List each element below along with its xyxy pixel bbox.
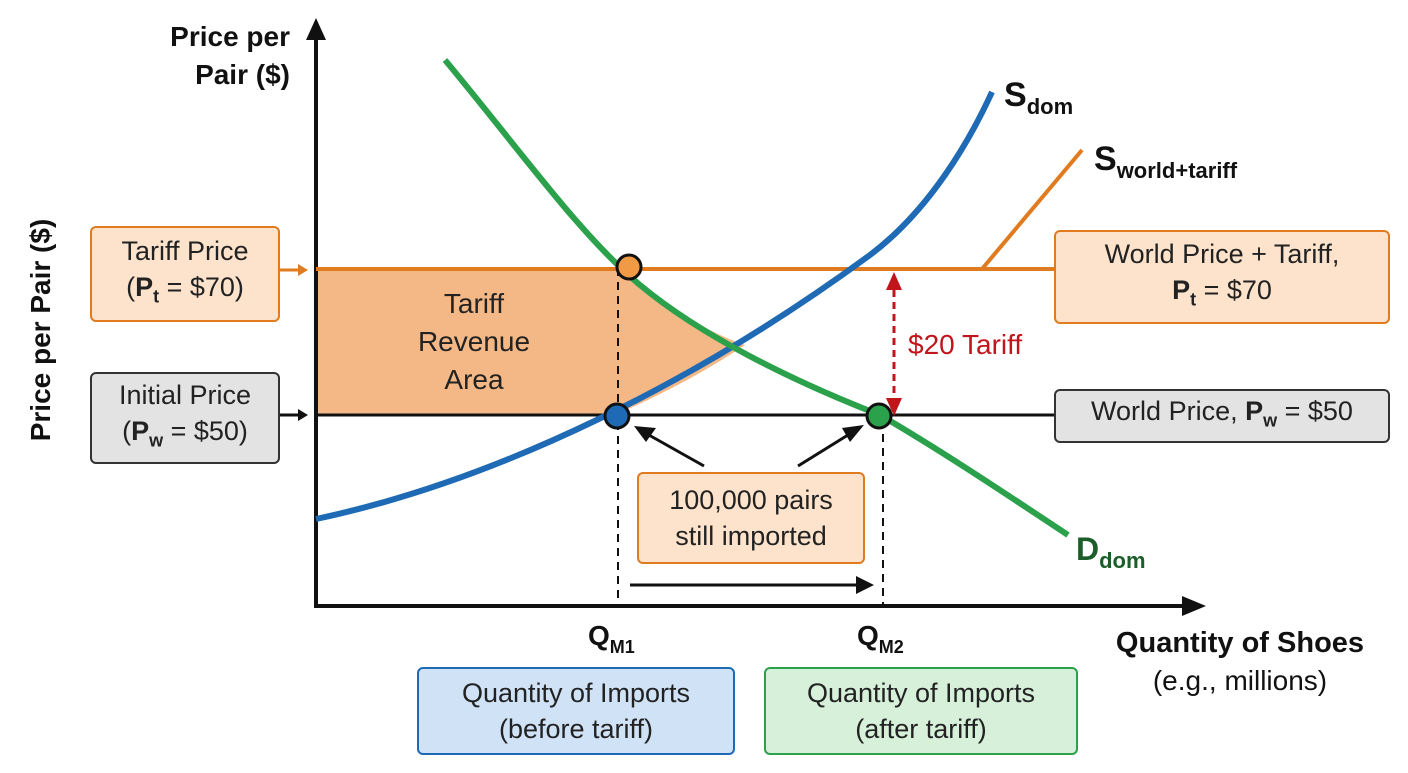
world-price-box: World Price, Pw = $50	[1054, 389, 1390, 443]
tariff-price-box: Tariff Price (Pt = $70)	[90, 226, 280, 322]
tariff-amount-label: $20 Tariff	[908, 329, 1022, 360]
pointer-arrowhead-qm1	[634, 426, 656, 442]
y-axis-title-line1: Price per	[170, 21, 290, 52]
supply-domestic-label: Sdom	[1004, 76, 1073, 119]
world-price-demand-point	[865, 402, 893, 430]
world-price-supply-point	[603, 402, 631, 430]
supply-world-tariff-label: Sworld+tariff	[1094, 140, 1238, 183]
tariff-arrowhead-down	[886, 398, 902, 416]
domestic-supply-curve	[315, 90, 995, 522]
y-axis-side-title: Price per Pair ($)	[25, 219, 56, 442]
qm1-label: QM1	[588, 620, 635, 657]
x-axis-arrowhead	[1182, 596, 1206, 616]
initial-price-pointer-head	[298, 409, 308, 421]
imports-note-box: 100,000 pairs still imported	[637, 472, 865, 564]
area-label-line3: Area	[444, 364, 504, 395]
area-label-line1: Tariff	[444, 288, 504, 319]
x-axis-subtitle: (e.g., millions)	[1153, 665, 1327, 696]
pointer-arrowhead-qm2	[842, 425, 864, 442]
domestic-demand-curve	[442, 58, 1070, 538]
world-price-tariff-box: World Price + Tariff, Pt = $70	[1054, 230, 1390, 324]
imports-before-line1: Quantity of Imports	[461, 678, 691, 708]
initial-price-box-line1: Initial Price	[118, 380, 252, 411]
world-price-box-text: World Price, Pw = $50	[1091, 396, 1353, 431]
imports-before-line2: (before tariff)	[498, 714, 654, 744]
imports-before-box: Quantity of Imports (before tariff)	[417, 667, 735, 755]
x-axis-title: Quantity of Shoes	[1116, 627, 1364, 659]
pointer-arrow-qm1	[639, 428, 705, 468]
y-axis-arrowhead	[306, 18, 326, 40]
tariff-arrowhead-up	[886, 272, 902, 290]
tariff-price-pointer-head	[298, 264, 308, 276]
imports-change-arrowhead	[856, 576, 874, 594]
world-price-tariff-box-line2: Pt = $70	[1172, 275, 1272, 310]
tariff-price-point	[615, 253, 643, 281]
imports-note-line2: still imported	[675, 521, 827, 551]
tariff-price-box-line2: (Pt = $70)	[126, 272, 244, 307]
qm2-label: QM2	[857, 620, 904, 657]
imports-after-line2: (after tariff)	[855, 714, 987, 744]
demand-domestic-label: Ddom	[1076, 531, 1146, 573]
imports-note-line1: 100,000 pairs	[669, 485, 833, 515]
world-tariff-supply-kink	[980, 148, 1084, 271]
area-label-line2: Revenue	[418, 326, 530, 357]
tariff-price-box-line1: Tariff Price	[121, 236, 249, 267]
world-price-tariff-box-line1: World Price + Tariff,	[1104, 239, 1340, 270]
imports-after-box: Quantity of Imports (after tariff)	[764, 667, 1078, 755]
initial-price-box: Initial Price (Pw = $50)	[90, 372, 280, 464]
y-axis-title-line2: Pair ($)	[195, 59, 290, 90]
initial-price-box-line2: (Pw = $50)	[122, 416, 248, 451]
tariff-revenue-area	[316, 269, 745, 415]
pointer-arrow-qm2	[797, 428, 857, 468]
imports-after-line1: Quantity of Imports	[806, 678, 1036, 708]
